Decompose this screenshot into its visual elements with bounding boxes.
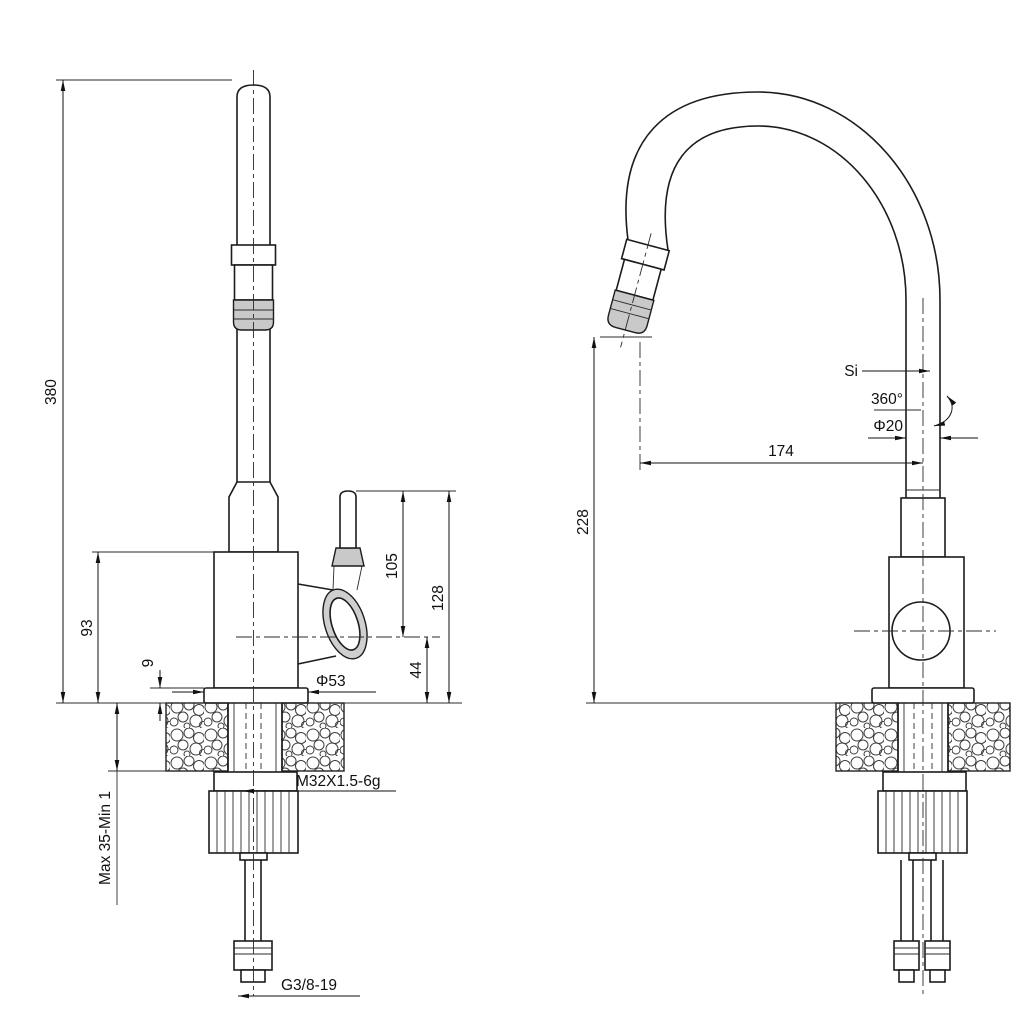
front-counter-left: [165, 702, 229, 772]
side-mounting-nut: [877, 790, 968, 861]
dim-105-label: 105: [384, 553, 401, 579]
side-spout-inner-edge: [664, 125, 907, 557]
dim-174-label: 174: [768, 443, 794, 460]
front-base-plate: [203, 687, 309, 704]
front-handle-rod: [339, 490, 357, 549]
dim-counter-label: Max 35-Min 1: [97, 791, 114, 885]
front-handle-collar: [331, 547, 365, 567]
dim-d20-label: Φ20: [873, 418, 903, 435]
side-view: [607, 91, 1011, 983]
centerlines: [236, 70, 996, 996]
front-threaded-shank: [227, 703, 283, 772]
thread-spec-label: M32X1.5-6g: [296, 773, 380, 790]
front-body: [213, 551, 299, 689]
front-washer: [213, 771, 298, 792]
front-supply-hose: [233, 860, 273, 983]
front-handle: [297, 490, 368, 665]
side-washer: [882, 771, 967, 792]
side-dimensions: 228 174 Φ20 360° Si: [575, 336, 978, 704]
side-counter-right: [947, 702, 1011, 772]
rotation-label: 360°: [871, 391, 903, 408]
dim-44-label: 44: [408, 661, 425, 679]
side-supply-hoses: [893, 860, 951, 983]
side-threaded-shank: [897, 703, 949, 772]
side-counter-left: [835, 702, 899, 772]
front-dimensions: 380 93 9 Max 35-Min 1 105 44 128 Φ53 M32…: [43, 79, 462, 999]
dim-380-label: 380: [43, 379, 60, 405]
hose-thread-label: G3/8-19: [281, 977, 337, 994]
front-counter-right: [281, 702, 345, 772]
rotation-arrow: [933, 395, 957, 427]
dim-128-label: 128: [430, 585, 447, 611]
dim-93-label: 93: [79, 619, 96, 636]
side-spout-outer-edge: [625, 91, 941, 557]
surface-label: Si: [844, 363, 858, 380]
side-spray-head: [607, 233, 671, 348]
dim-d53-label: Φ53: [316, 673, 346, 690]
front-view: [165, 84, 368, 983]
dim-228-label: 228: [575, 509, 592, 535]
dim-9-label: 9: [140, 659, 157, 668]
